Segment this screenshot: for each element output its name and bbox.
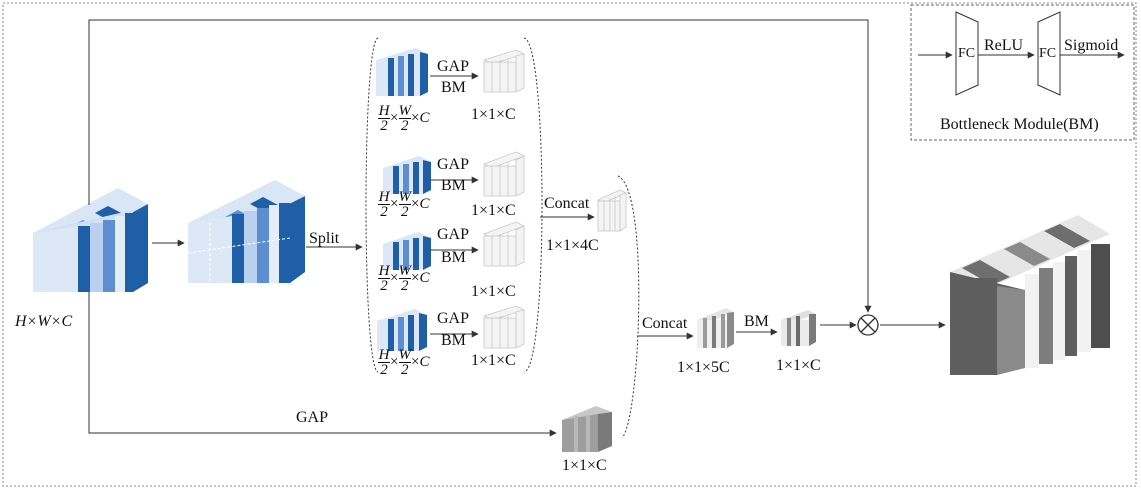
vector-white-4 (482, 305, 526, 349)
branch3-dim-label: 1×1×C (471, 283, 516, 300)
bm-relu-label: ReLU (984, 37, 1024, 54)
dim-4c-label: 1×1×4C (546, 237, 599, 254)
branch2-bm-label: BM (441, 177, 466, 194)
branch-cube-1 (376, 48, 428, 96)
vector-white-1 (482, 49, 526, 93)
branch3-gap-label: GAP (437, 226, 470, 243)
branch4-dim-label: 1×1×C (471, 352, 516, 369)
vector-gray-bm (781, 310, 816, 346)
bm-fc2-label: FC (1039, 46, 1057, 61)
branch3-bm-label: BM (441, 249, 466, 266)
concat-4c-label: Concat (544, 195, 590, 212)
connectors (88, 19, 946, 439)
vector-white-3 (483, 221, 525, 267)
branch-cube-2 (383, 156, 431, 194)
branch1-bm-label: BM (441, 79, 466, 96)
dim-5c-label: 1×1×5C (677, 359, 730, 376)
bm-caption: Bottleneck Module(BM) (940, 116, 1099, 133)
dim-c-after-bm-label: 1×1×C (776, 357, 821, 374)
bm-inset-frame (910, 4, 1135, 141)
branch4-gap-label: GAP (437, 310, 470, 327)
dim-c-bottom-label: 1×1×C (562, 457, 607, 474)
bm-sigmoid-label: Sigmoid (1064, 37, 1119, 54)
bm-inset-diagram (918, 11, 1125, 96)
branch4-bm-label: BM (441, 332, 466, 349)
input-feature-cube (33, 188, 148, 292)
concat-5c-label: Concat (642, 315, 688, 332)
gap-bottom-label: GAP (296, 409, 329, 426)
vector-gray-5c (697, 308, 734, 348)
branch2-dim-label: 1×1×C (471, 202, 516, 219)
split-feature-cube (187, 180, 305, 283)
vector-gray-gap (562, 406, 612, 452)
bm-fc1-label: FC (958, 46, 976, 61)
branch-cube-4 (377, 309, 427, 351)
vector-white-4c (597, 189, 627, 232)
vector-white-2 (483, 151, 525, 197)
output-feature-cube (950, 215, 1110, 375)
split-label: Split (309, 230, 340, 247)
multiply-node (857, 314, 879, 336)
branch1-gap-label: GAP (437, 58, 470, 75)
input-dimension-label: H×W×C (15, 313, 73, 330)
branch-cube-3 (383, 232, 431, 270)
branch2-gap-label: GAP (437, 156, 470, 173)
branch1-dim-label: 1×1×C (471, 106, 516, 123)
bm-main-label: BM (744, 313, 769, 330)
